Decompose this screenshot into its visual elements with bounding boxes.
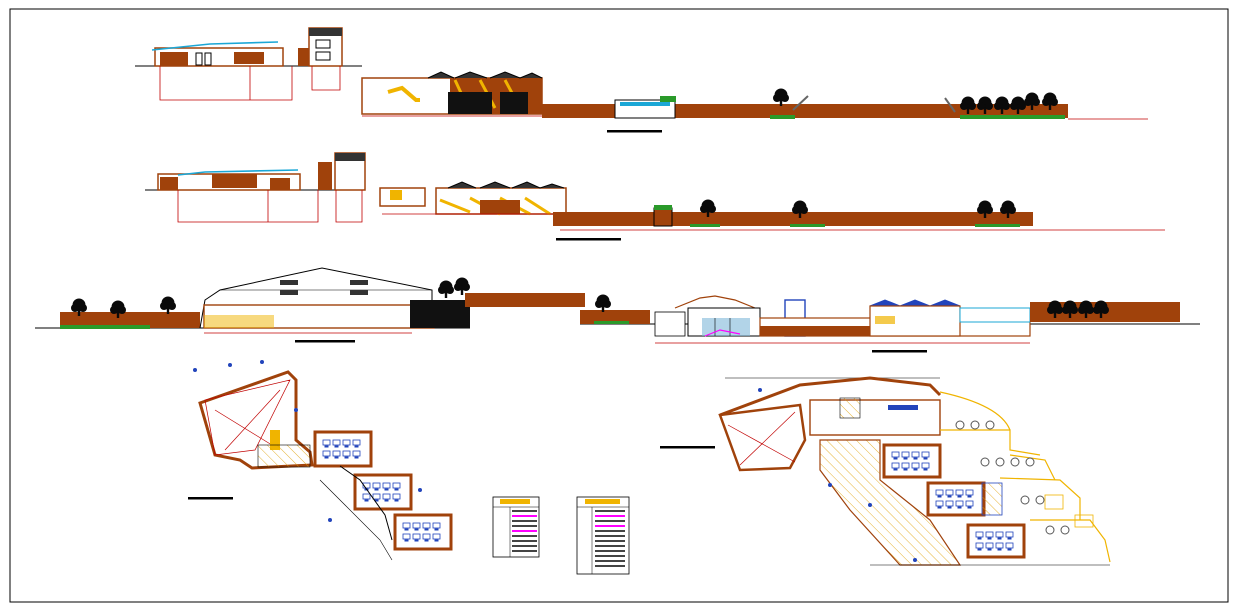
tree-icon: [454, 277, 470, 295]
plan-ground: [188, 360, 453, 561]
elevation-front: [35, 267, 585, 343]
tree-icon: [595, 294, 611, 312]
schedule-2: [576, 496, 630, 575]
schedule-1: [492, 496, 540, 558]
sheet-frame: [9, 8, 1229, 603]
plan-upper: [660, 376, 1111, 566]
tree-icon: [160, 296, 176, 314]
section-a: [135, 27, 1148, 133]
elevation-side: [580, 294, 1200, 353]
section-b: [145, 152, 1165, 241]
tree-icon: [438, 280, 454, 298]
tree-icon: [773, 88, 789, 106]
